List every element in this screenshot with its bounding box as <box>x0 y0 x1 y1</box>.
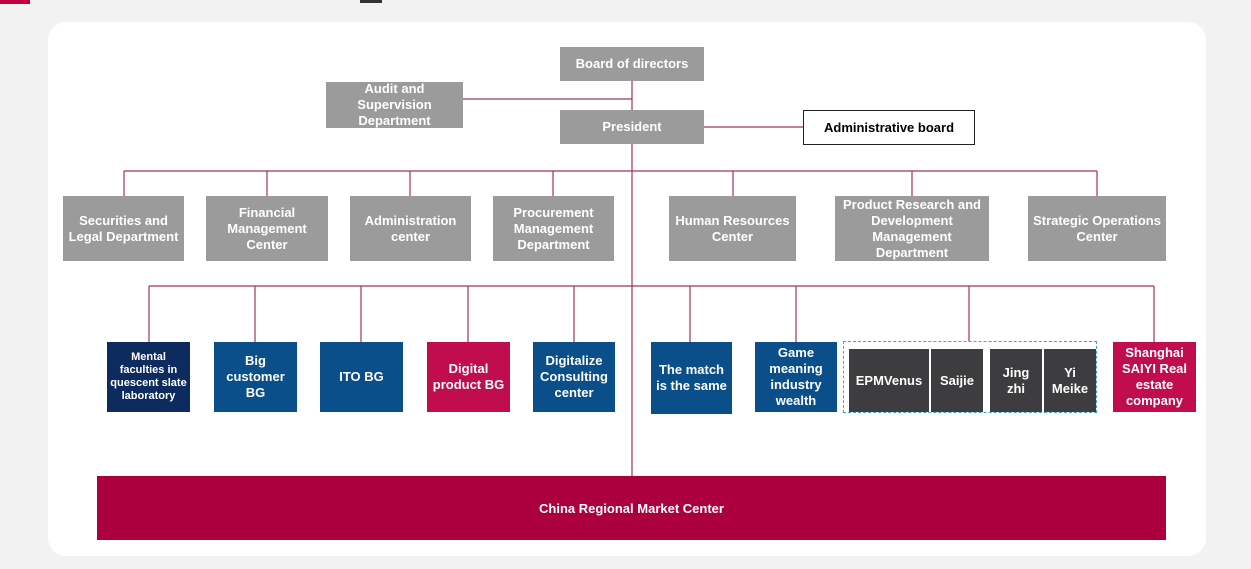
business-unit-box: The match is the same <box>651 342 732 414</box>
administrative-board-box: Administrative board <box>803 110 975 145</box>
board-of-directors-box: Board of directors <box>560 47 704 81</box>
business-unit-box: Digital product BG <box>427 342 510 412</box>
department-box: Human Resources Center <box>669 196 796 261</box>
subsidiary-box: EPMVenus <box>849 349 929 412</box>
business-unit-box: Shanghai SAIYI Real estate company <box>1113 342 1196 412</box>
department-box: Procurement Management Department <box>493 196 614 261</box>
subsidiary-box: Saijie <box>931 349 983 412</box>
business-unit-box: ITO BG <box>320 342 403 412</box>
market-center-banner: China Regional Market Center <box>97 476 1166 540</box>
subsidiary-box: Jing zhi <box>990 349 1042 412</box>
department-box: Financial Management Center <box>206 196 328 261</box>
business-unit-box: Big customer BG <box>214 342 297 412</box>
header-accent-bar <box>0 0 30 4</box>
header-accent-mark <box>360 0 382 3</box>
department-box: Securities and Legal Department <box>63 196 184 261</box>
audit-department-box: Audit and Supervision Department <box>326 81 463 128</box>
subsidiary-group-frame <box>843 341 1097 413</box>
business-unit-box: Mental faculties in quescent slate labor… <box>107 342 190 412</box>
department-box: Administration center <box>350 196 471 261</box>
department-box: Strategic Operations Center <box>1028 196 1166 261</box>
president-box: President <box>560 110 704 144</box>
subsidiary-box: Yi Meike <box>1044 349 1096 412</box>
department-box: Product Research and Development Managem… <box>835 196 989 261</box>
business-unit-box: Digitalize Consulting center <box>533 342 615 412</box>
business-unit-box: Game meaning industry wealth <box>755 342 837 412</box>
